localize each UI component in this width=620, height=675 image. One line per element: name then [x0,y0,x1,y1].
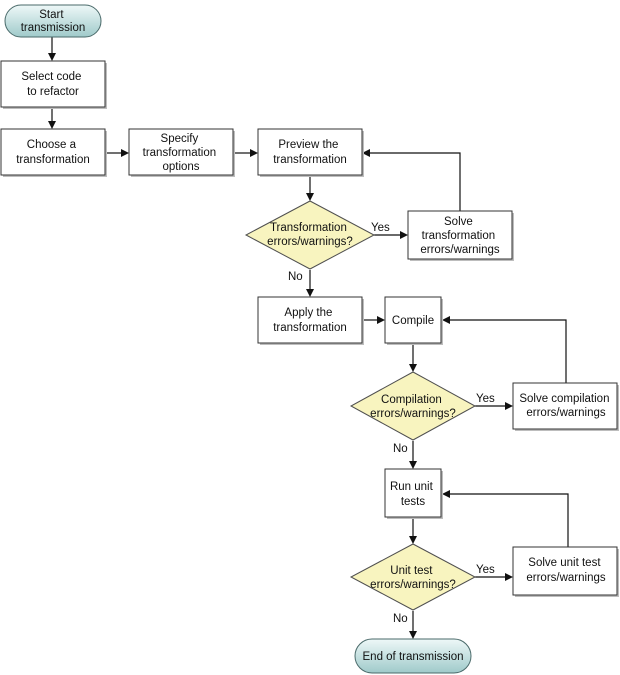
svg-text:Start transmission: Start transmission [21,9,86,34]
svg-text:Transformation errors/wa: Transformation errors/warnings? [267,222,353,248]
svg-text:Solve transformation: Solve transformation errors/warnings [420,216,499,256]
step-compile: Compile [384,296,443,345]
edge-solvetests-tests [450,493,569,547]
select-label-line-2: to refactor [27,86,79,98]
decision-compilation-errors: Compilation errors/warnings? [349,371,477,441]
end-terminal: End of transmission [354,638,472,674]
run-tests-label-line-2: tests [401,496,426,508]
svg-text:Select code to refactor: Select code to refactor [21,71,84,98]
choose-label-line-1: Choose a [27,139,77,151]
select-label-line-1: Select code [21,71,81,83]
decision-transformation-errors: Transformation errors/warnings? [244,200,376,270]
svg-text:Specify transformation: Specify transformation options [143,133,220,173]
decision1-label-line-2: errors/warnings? [267,236,353,248]
label-yes-1: Yes [371,222,390,234]
step-preview-transformation: Preview the transformation [257,128,364,177]
connectors [48,37,569,639]
svg-text:Choose a transformation: Choose a transformation [16,139,90,166]
svg-text:Run unit tests: Run unit tests [390,481,436,508]
svg-text:Solve compilation errors: Solve compilation errors/warnings [519,393,612,419]
decision3-label-line-1: Unit test [390,565,433,577]
svg-text:Unit test errors/warning: Unit test errors/warnings? [370,565,456,591]
step-specify-options: Specify transformation options [128,128,235,177]
end-label: End of transmission [363,651,464,663]
label-no-3: No [393,613,408,625]
apply-label-line-2: transformation [273,322,347,334]
svg-text:Compilation errors/warni: Compilation errors/warnings? [370,394,456,420]
step-solve-unit-test-errors: Solve unit test errors/warnings [512,546,619,597]
solve-trans-label-line-1: Solve [444,216,473,228]
solve-trans-label-line-2: transformation [422,230,496,242]
edge-solve-preview [370,152,461,211]
svg-text:Solve unit test errors/w: Solve unit test errors/warnings [526,557,605,584]
specify-label-line-1: Specify [161,133,199,145]
solve-trans-label-line-3: errors/warnings [420,244,499,256]
svg-text:Apply the transformation: Apply the transformation [273,307,347,334]
step-choose-transformation: Choose a transformation [0,128,107,177]
label-yes-2: Yes [476,393,495,405]
preview-label-line-2: transformation [273,154,347,166]
step-solve-transformation-errors: Solve transformation errors/warnings [407,210,514,261]
start-terminal: Start transmission [4,4,102,38]
edge-solvecomp-compile [450,319,567,383]
decision1-label-line-1: Transformation [270,222,347,234]
step-apply-transformation: Apply the transformation [257,296,364,345]
apply-label-line-1: Apply the [284,307,332,319]
solve-comp-label-line-2: errors/warnings [526,407,605,419]
svg-text:End of transmission: End of transmission [363,651,464,663]
decision2-label-line-1: Compilation [381,394,442,406]
solve-tests-label-line-2: errors/warnings [526,572,605,584]
label-yes-3: Yes [476,564,495,576]
label-no-2: No [393,443,408,455]
specify-label-line-3: options [162,161,199,173]
svg-text:Preview the transformati: Preview the transformation [273,139,347,166]
specify-label-line-2: transformation [143,147,217,159]
svg-text:Compile: Compile [392,315,434,327]
run-tests-label-line-1: Run unit [390,481,434,493]
preview-label-line-1: Preview the [278,139,338,151]
label-no-1: No [288,271,303,283]
decision-unit-test-errors: Unit test errors/warnings? [349,543,477,611]
compile-label: Compile [392,315,434,327]
solve-comp-label-line-1: Solve compilation [519,393,609,405]
step-solve-compilation-errors: Solve compilation errors/warnings [512,382,619,431]
decision2-label-line-2: errors/warnings? [370,408,456,420]
start-label-line-2: transmission [21,22,86,34]
decision3-label-line-2: errors/warnings? [370,579,456,591]
step-run-unit-tests: Run unit tests [384,468,443,519]
step-select-code: Select code to refactor [0,60,107,109]
choose-label-line-2: transformation [16,154,90,166]
start-label-line-1: Start [39,9,64,21]
solve-tests-label-line-1: Solve unit test [528,557,601,569]
